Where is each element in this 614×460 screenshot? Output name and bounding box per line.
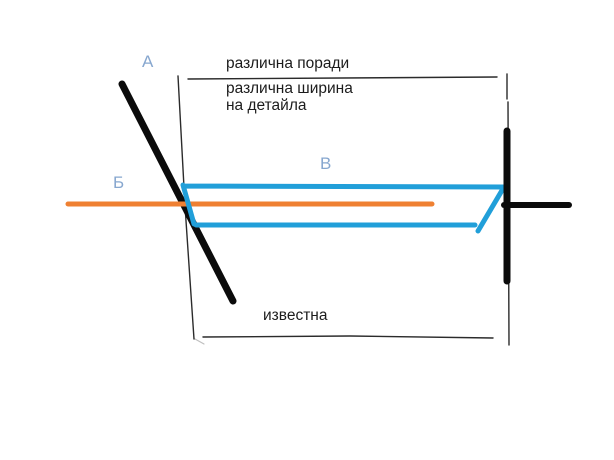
label-shape-v: В xyxy=(320,154,332,173)
annotation-top-line1: различна поради xyxy=(226,55,350,72)
annotation-top-block: различна ширина на детайла xyxy=(226,80,353,114)
label-line-b: Б xyxy=(113,173,125,192)
corner-tail-stroke xyxy=(194,338,205,345)
annotation-top-line2: различна ширина xyxy=(226,80,353,97)
dimension-line-bottom xyxy=(202,335,494,339)
dimension-line-top xyxy=(187,76,498,80)
label-line-a: А xyxy=(142,52,154,71)
annotation-top-line3: на детайла xyxy=(226,97,307,114)
part-outline-v xyxy=(180,182,507,234)
annotation-bottom: известна xyxy=(263,307,328,324)
line-a-diagonal xyxy=(118,80,237,305)
